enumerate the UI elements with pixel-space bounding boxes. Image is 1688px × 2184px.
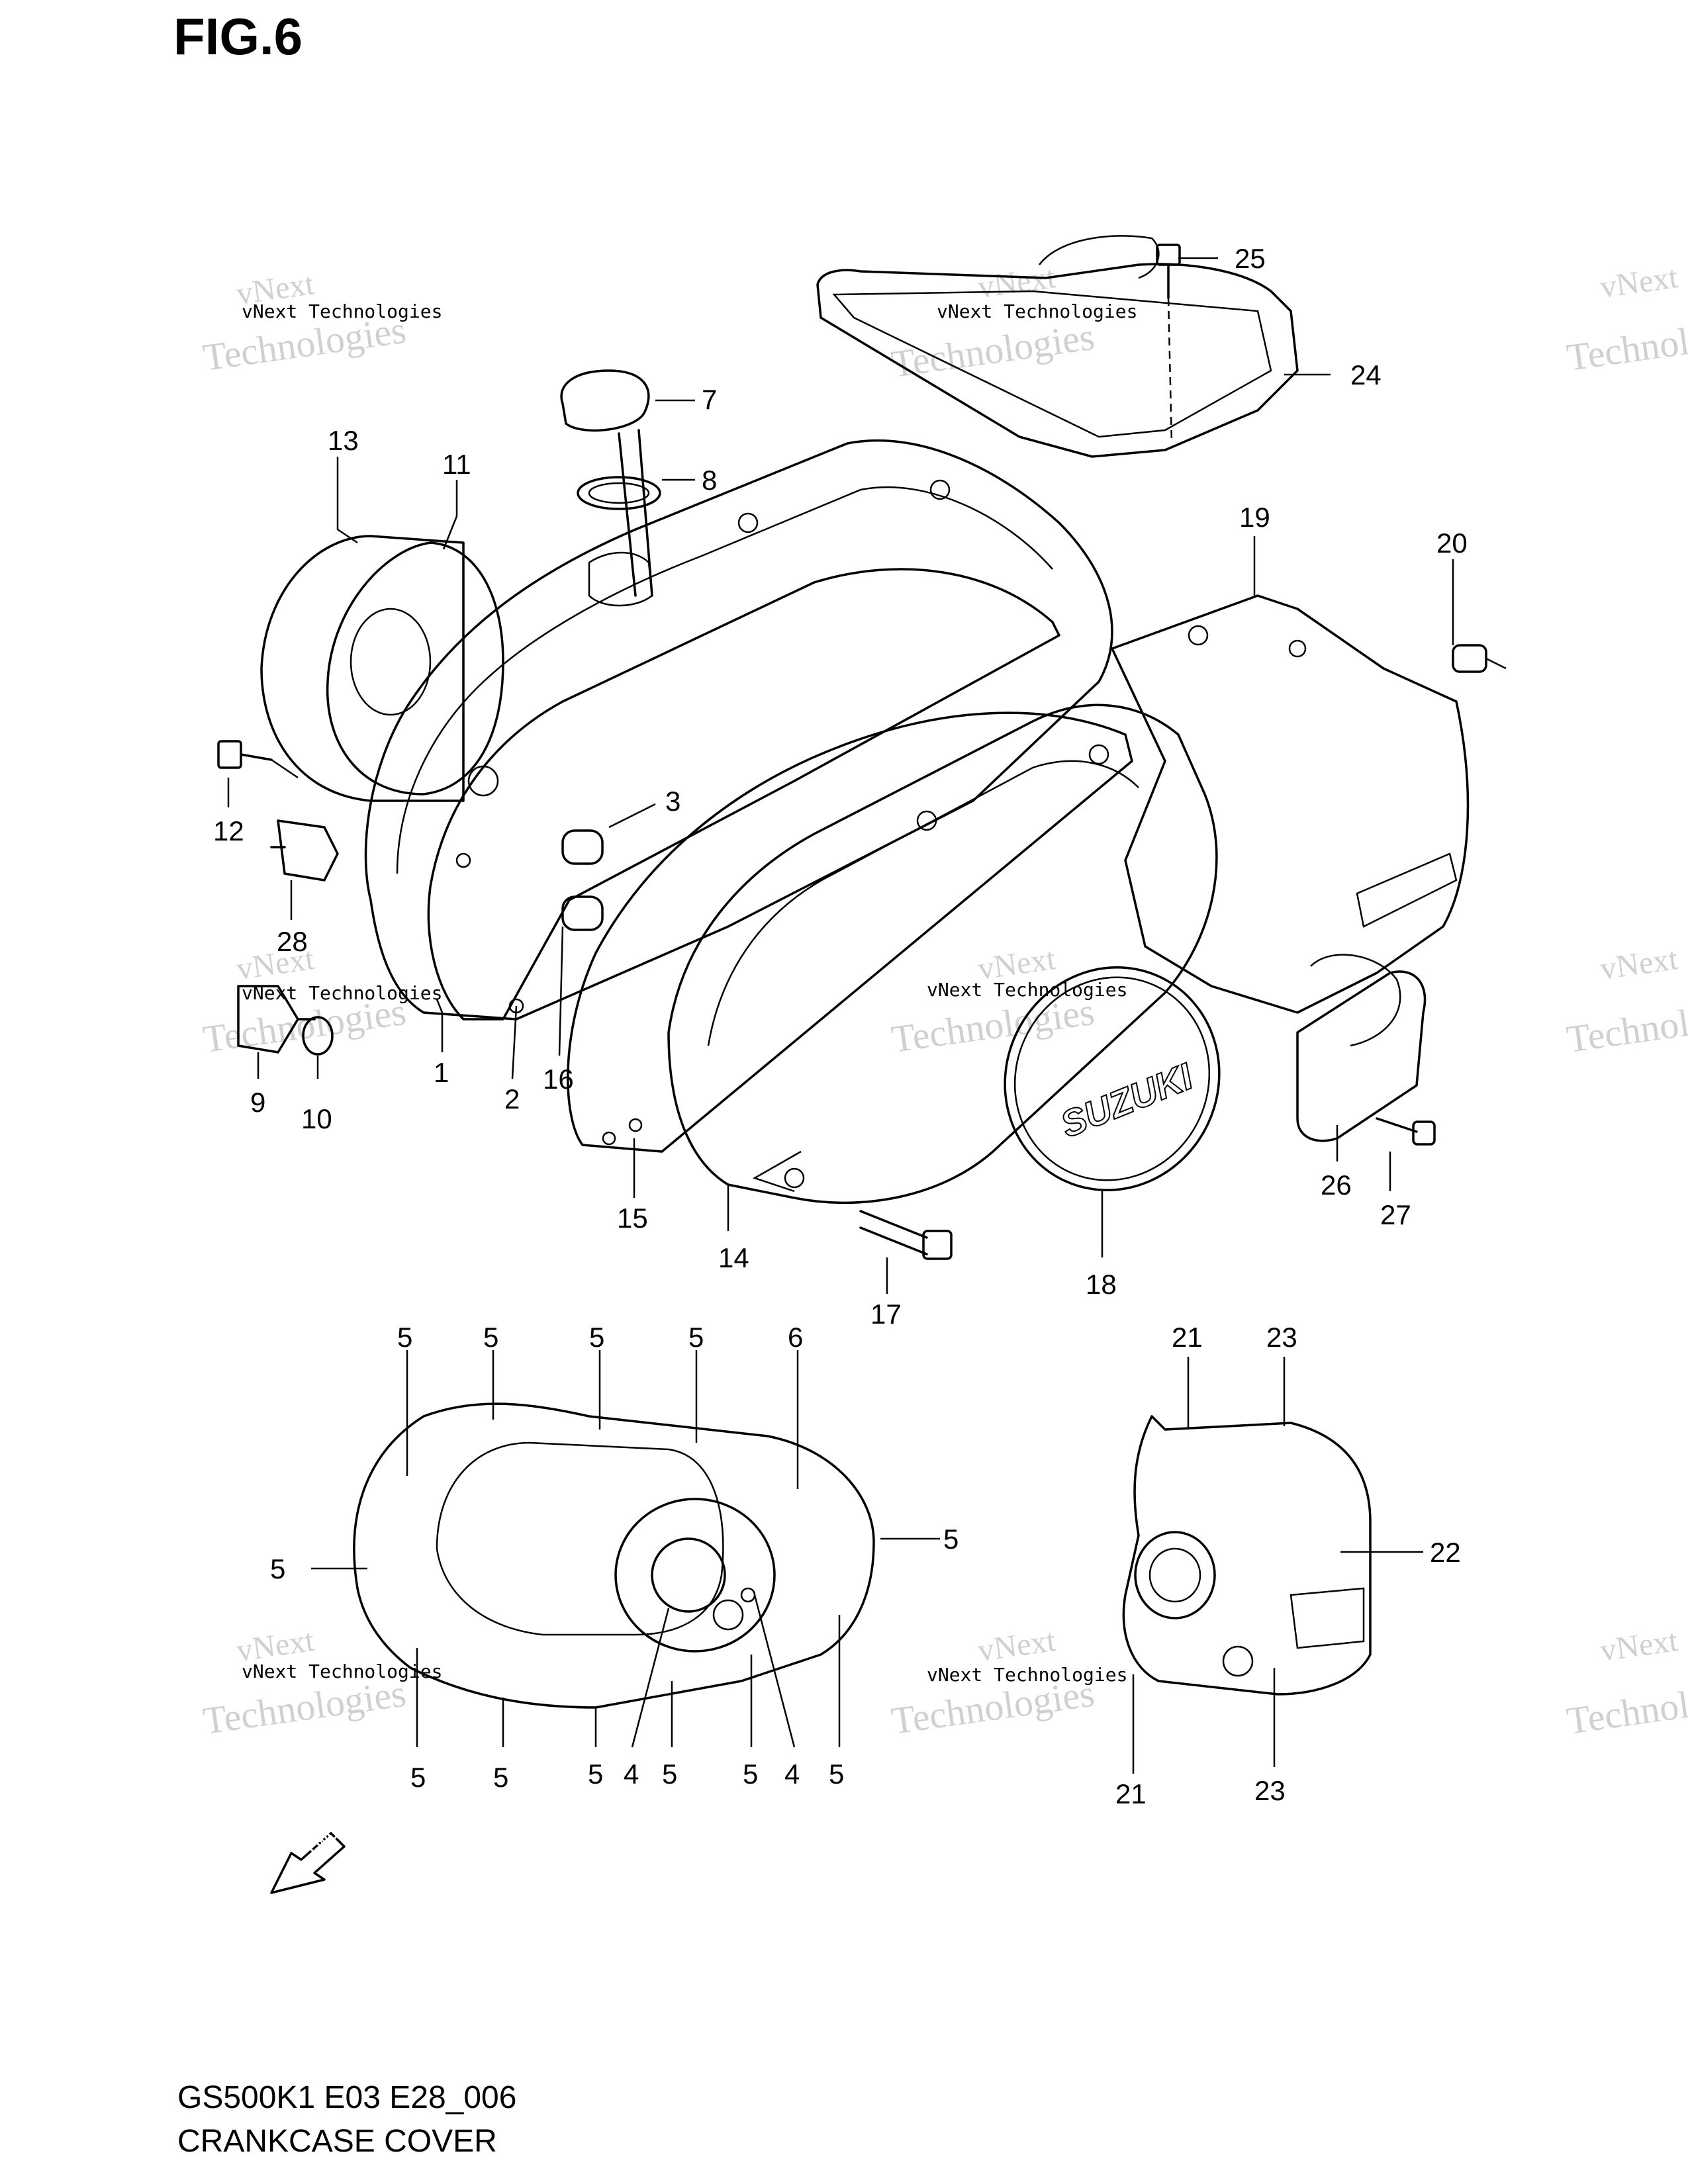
part-14-generator-cover [667, 704, 1218, 1205]
figure-title: FIG.6 [173, 7, 303, 66]
callouts: 7 8 25 24 13 11 19 20 3 12 28 9 10 1 2 1… [213, 243, 1468, 1809]
callout-20: 20 [1436, 527, 1468, 559]
callout-12: 12 [213, 815, 244, 846]
callout-15: 15 [617, 1203, 648, 1234]
leader-lines [227, 257, 1454, 1774]
part-27-screw [1376, 1117, 1436, 1146]
part-7-filler-cap [560, 369, 653, 597]
callout-5: 5 [589, 1322, 604, 1353]
callout-8: 8 [702, 465, 717, 496]
part-gasket-detail-left [353, 1402, 875, 1709]
callout-14: 14 [718, 1242, 749, 1273]
callout-11: 11 [442, 449, 471, 480]
part-15-gasket [567, 711, 1133, 1153]
callout-26: 26 [1321, 1169, 1352, 1201]
part-8-o-ring [577, 476, 661, 510]
callout-4: 4 [784, 1758, 800, 1790]
callout-3: 3 [665, 786, 680, 817]
part-24-top-cover [816, 235, 1299, 458]
watermark-small: vNext Technologies [242, 1661, 442, 1682]
part-gasket-detail-right [1122, 1415, 1372, 1696]
callout-21: 21 [1172, 1322, 1203, 1353]
callout-5: 5 [493, 1762, 508, 1793]
callout-27: 27 [1380, 1199, 1411, 1230]
fwd-arrow-icon: FWD [270, 1825, 346, 1894]
callout-5: 5 [662, 1758, 677, 1790]
part-17-bolt [859, 1210, 953, 1260]
callout-22: 22 [1430, 1537, 1461, 1568]
part-1-clutch-cover [364, 439, 1113, 1021]
callout-25: 25 [1235, 243, 1266, 274]
part-19-right-cover [1111, 594, 1470, 1047]
callout-23: 23 [1266, 1322, 1297, 1353]
callout-5: 5 [743, 1758, 758, 1790]
callout-21: 21 [1115, 1778, 1147, 1809]
figure-name: CRANKCASE COVER [177, 2124, 497, 2159]
callout-4: 4 [624, 1758, 639, 1790]
callout-5: 5 [688, 1322, 704, 1353]
callout-28: 28 [277, 926, 308, 957]
watermark-big-1: vNext [1598, 1623, 1680, 1668]
part-26-small-cover [1296, 970, 1427, 1142]
watermark-big-2: Technologies [1564, 1672, 1688, 1743]
callout-2: 2 [504, 1083, 520, 1115]
figure-code: GS500K1 E03 E28_006 [177, 2080, 517, 2115]
callout-5: 5 [270, 1553, 285, 1584]
watermark-small: vNext Technologies [242, 300, 442, 322]
watermark-small: vNext Technologies [937, 300, 1137, 322]
callout-5: 5 [829, 1758, 844, 1790]
callout-24: 24 [1350, 359, 1382, 390]
part-10-washer [302, 1016, 334, 1056]
watermark-small: vNext Technologies [927, 979, 1127, 1001]
callout-5: 5 [943, 1524, 959, 1555]
part-13-cover [260, 535, 465, 802]
callout-5: 5 [483, 1322, 498, 1353]
callout-9: 9 [250, 1087, 265, 1118]
watermark-big-2: Technologies [1564, 990, 1688, 1061]
part-20-dowel [1452, 644, 1507, 673]
callout-5: 5 [397, 1322, 412, 1353]
callout-17: 17 [870, 1298, 902, 1330]
suzuki-logo: SUZUKI [1055, 1055, 1199, 1146]
callout-5: 5 [410, 1762, 426, 1793]
watermark-big-2: Technologies [1564, 308, 1688, 379]
watermark-big-1: vNext [1598, 941, 1680, 987]
callout-16: 16 [543, 1064, 574, 1095]
callout-10: 10 [301, 1103, 332, 1134]
part-25-bolt [1156, 244, 1181, 444]
watermark-big-1: vNext [976, 259, 1058, 305]
callout-18: 18 [1086, 1269, 1117, 1300]
watermark-small: vNext Technologies [927, 1664, 1127, 1686]
callout-13: 13 [328, 425, 359, 456]
callout-19: 19 [1239, 502, 1270, 533]
part-16-dowel [561, 829, 604, 931]
callout-23: 23 [1254, 1775, 1286, 1806]
watermark-big-1: vNext [976, 1623, 1058, 1668]
callout-5: 5 [588, 1758, 603, 1790]
part-11-gasket [326, 541, 504, 796]
callout-7: 7 [702, 384, 717, 415]
part-28-switch [270, 819, 339, 882]
callout-1: 1 [434, 1057, 449, 1088]
part-12-bolt [217, 740, 299, 779]
watermark-big-1: vNext [1598, 259, 1680, 305]
callout-6: 6 [788, 1322, 803, 1353]
